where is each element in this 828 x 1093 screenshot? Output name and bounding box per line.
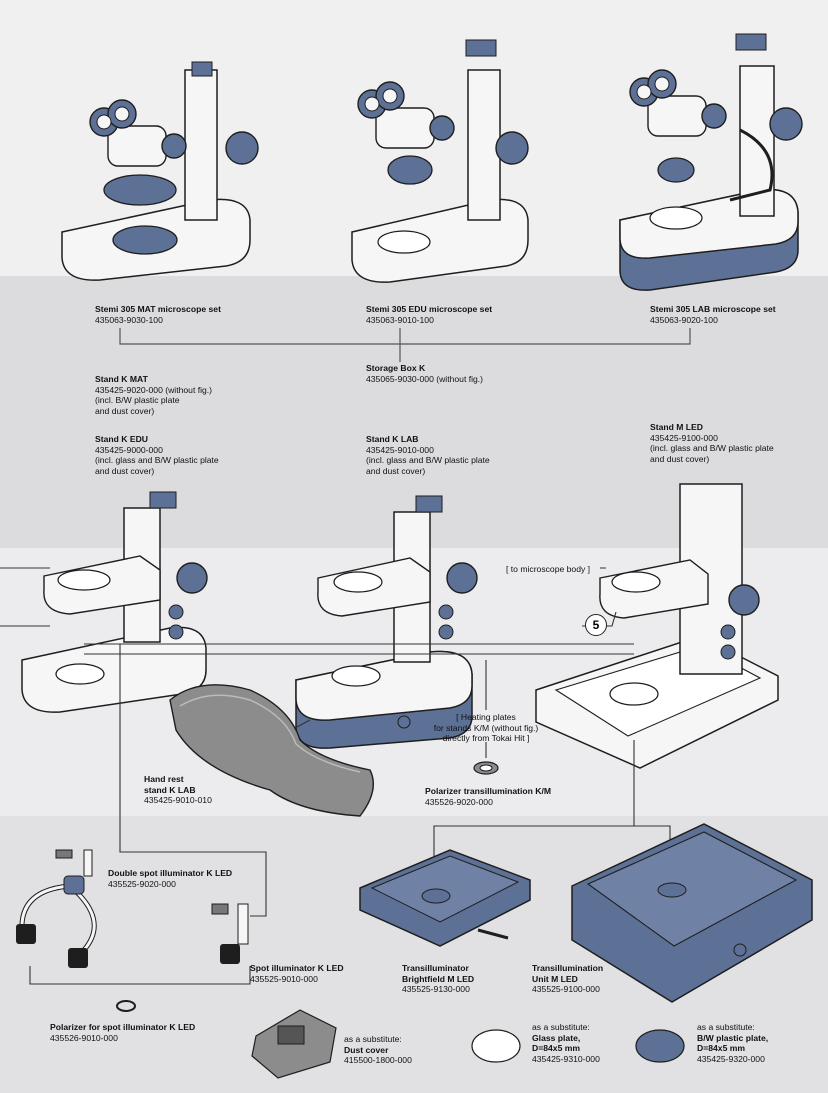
callout-number-badge: 5 [585, 614, 607, 636]
transilluminator-bf-label: Transilluminator Brightfield M LED 43552… [402, 963, 474, 995]
hand-rest-code: 435425-9010-010 [144, 795, 212, 806]
transilluminator-brightfield-figure [359, 849, 531, 947]
stand-m-led-figure [535, 483, 779, 769]
stand-line: (incl. glass and B/W plastic plate [650, 443, 774, 454]
set-code: 435063-9030-100 [95, 314, 163, 325]
transilluminator-code: 435525-9130-000 [402, 984, 470, 995]
stemi-mat-set-figure [61, 61, 259, 281]
stand-line: and dust cover) [95, 405, 155, 416]
stand-line: and dust cover) [95, 465, 155, 476]
spot-label: Spot illuminator K LED 435525-9010-000 [250, 963, 344, 984]
stand-name: Stand K MAT [95, 374, 148, 384]
glass-plate-label: as a substitute: Glass plate, D=84x5 mm … [532, 1022, 600, 1064]
substitute-prefix: as a substitute: [697, 1022, 755, 1032]
dust-cover-figure [251, 1009, 337, 1079]
stemi-lab-set-figure [619, 33, 803, 291]
stand-line: 435425-9000-000 [95, 444, 163, 455]
bw-plate-code: 435425-9320-000 [697, 1053, 765, 1064]
to-microscope-body-label: [ to microscope body ] [506, 564, 591, 574]
double-spot-code: 435525-9020-000 [108, 878, 176, 889]
stand-line: 435425-9020-000 (without fig.) [95, 384, 213, 395]
glass-plate-figure [471, 1029, 521, 1063]
spot-illuminator-figure [211, 903, 249, 964]
set-name: Stemi 305 LAB microscope set [650, 304, 776, 314]
spot-name: Spot illuminator K LED [250, 963, 344, 973]
stemi-edu-set-figure [351, 39, 529, 283]
dust-cover-label: as a substitute: Dust cover 415500-1800-… [344, 1034, 412, 1066]
bw-plastic-plate-figure [635, 1029, 685, 1063]
heating-plates-note: [ Heating plates for stands K/M (without… [418, 712, 554, 744]
set-label-lab: Stemi 305 LAB microscope set 435063-9020… [650, 304, 776, 325]
transilluminator-name: Transilluminator [402, 963, 469, 973]
double-spot-illuminator-figure [16, 849, 97, 968]
stand-line: (incl. B/W plastic plate [95, 395, 180, 406]
trans-unit-code: 435525-9100-000 [532, 984, 600, 995]
set-code: 435063-9010-100 [366, 314, 434, 325]
heating-line: for stands K/M (without fig.) [433, 722, 539, 733]
heating-line: [ Heating plates [456, 712, 516, 722]
set-name: Stemi 305 MAT microscope set [95, 304, 221, 314]
stand-line: (incl. glass and B/W plastic plate [95, 455, 219, 466]
stand-m-led-label: Stand M LED 435425-9100-000 (incl. glass… [650, 422, 774, 464]
double-spot-label: Double spot illuminator K LED 435525-902… [108, 868, 232, 889]
trans-unit-name: Unit M LED [532, 973, 578, 984]
transilluminator-name: Brightfield M LED [402, 973, 475, 984]
trans-unit-name: Transillumination [532, 963, 604, 973]
stand-k-mat-label: Stand K MAT 435425-9020-000 (without fig… [95, 374, 212, 416]
stand-name: Stand K EDU [95, 434, 148, 444]
stand-k-edu-label: Stand K EDU 435425-9000-000 (incl. glass… [95, 434, 219, 476]
polarizer-trans-name: Polarizer transillumination K/M [425, 786, 552, 796]
stand-k-lab-figure [295, 495, 478, 749]
glass-plate-code: 435425-9310-000 [532, 1053, 600, 1064]
set-label-edu: Stemi 305 EDU microscope set 435063-9010… [366, 304, 492, 325]
polarizer-trans-code: 435526-9020-000 [425, 796, 493, 807]
polarizer-spot-code: 435526-9010-000 [50, 1032, 118, 1043]
set-label-mat: Stemi 305 MAT microscope set 435063-9030… [95, 304, 221, 325]
set-code: 435063-9020-100 [650, 314, 718, 325]
hand-rest-figure [169, 684, 374, 817]
polarizer-spot-label: Polarizer for spot illuminator K LED 435… [50, 1022, 195, 1043]
hand-rest-label: Hand rest stand K LAB 435425-9010-010 [144, 774, 212, 806]
storage-box-name: Storage Box K [366, 363, 426, 373]
stand-line: and dust cover) [650, 453, 710, 464]
stand-line: 435425-9010-000 [366, 444, 434, 455]
glass-plate-name: Glass plate, [532, 1032, 581, 1043]
transillumination-unit-label: Transillumination Unit M LED 435525-9100… [532, 963, 603, 995]
bw-plate-label: as a substitute: B/W plastic plate, D=84… [697, 1022, 768, 1064]
polarizer-spot-name: Polarizer for spot illuminator K LED [50, 1022, 196, 1032]
storage-box-label: Storage Box K 435065-9030-000 (without f… [366, 363, 483, 384]
stand-line: 435425-9100-000 [650, 432, 718, 443]
bw-plate-name: D=84x5 mm [697, 1043, 746, 1054]
stand-k-edu-figure [21, 491, 208, 713]
glass-plate-name: D=84x5 mm [532, 1043, 581, 1054]
bw-plate-name: B/W plastic plate, [697, 1032, 769, 1043]
heating-line: directly from Tokai Hit ] [442, 733, 530, 744]
stand-line: (incl. glass and B/W plastic plate [366, 455, 490, 466]
stand-name: Stand M LED [650, 422, 703, 432]
stand-name: Stand K LAB [366, 434, 419, 444]
substitute-prefix: as a substitute: [344, 1034, 402, 1044]
storage-box-code: 435065-9030-000 (without fig.) [366, 373, 484, 384]
polarizer-trans-label: Polarizer transillumination K/M 435526-9… [425, 786, 551, 807]
dust-cover-code: 415500-1800-000 [344, 1055, 412, 1066]
dust-cover-name: Dust cover [344, 1044, 389, 1055]
hand-rest-name: Hand rest [144, 774, 184, 784]
set-name: Stemi 305 EDU microscope set [366, 304, 493, 314]
spot-code: 435525-9010-000 [250, 973, 318, 984]
double-spot-name: Double spot illuminator K LED [108, 868, 233, 878]
polarizer-transillumination-figure [473, 761, 499, 775]
transillumination-unit-figure [571, 823, 813, 1003]
stand-line: and dust cover) [366, 465, 426, 476]
substitute-prefix: as a substitute: [532, 1022, 590, 1032]
stand-k-lab-label: Stand K LAB 435425-9010-000 (incl. glass… [366, 434, 490, 476]
hand-rest-name: stand K LAB [144, 784, 196, 795]
